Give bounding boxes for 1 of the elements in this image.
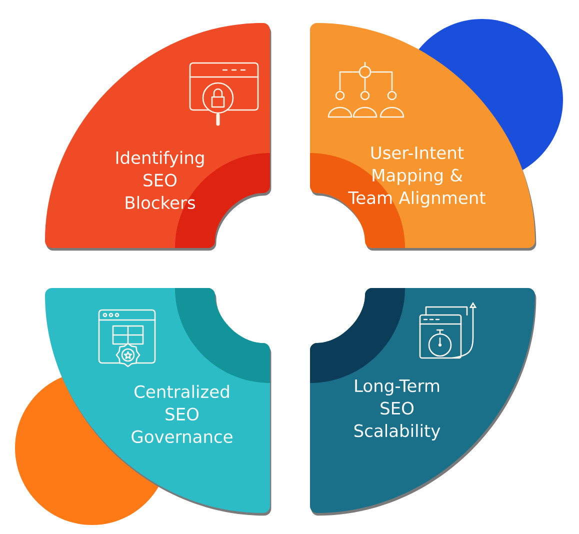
quadrant-panel: Long-Term SEO Scalability [310,288,536,516]
